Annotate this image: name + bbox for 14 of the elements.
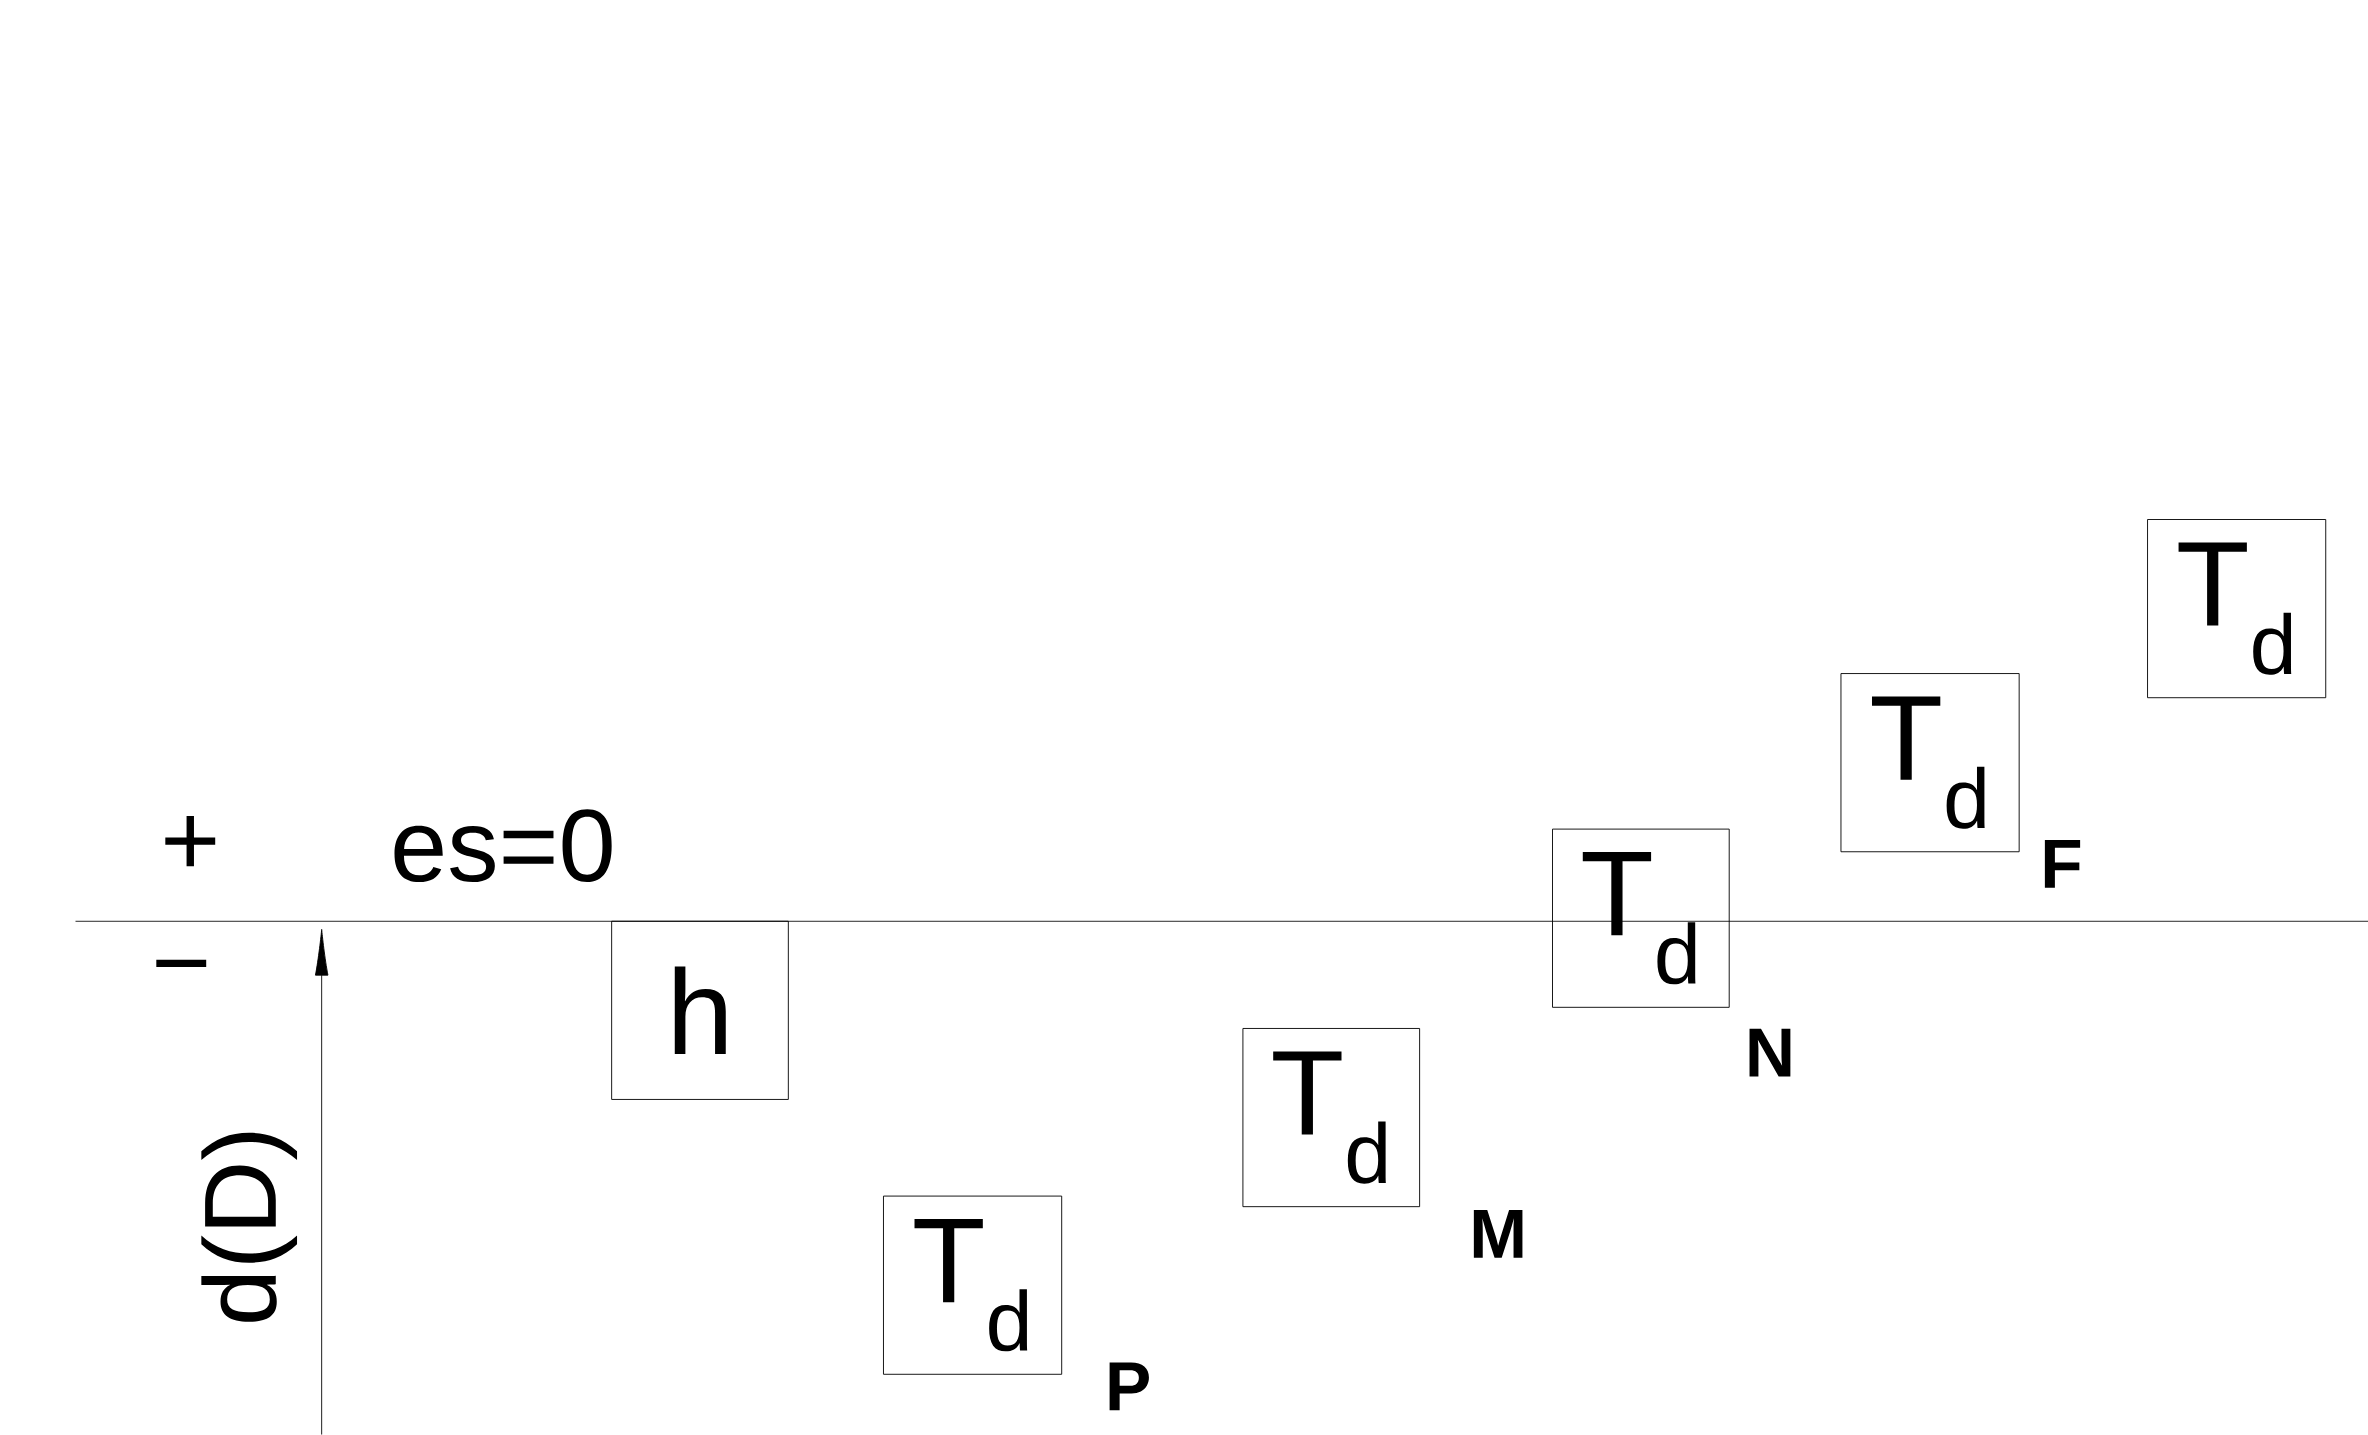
zone-letter: M — [1473, 1210, 1523, 1258]
minus-sign: − — [156, 959, 207, 968]
tolerance-box: T$_{d}$ — [2147, 519, 2327, 699]
tolerance-box: T$_{d}$ — [883, 1195, 1063, 1375]
zone-letter: N — [1749, 1028, 1791, 1077]
deviation-label: es=0 — [394, 809, 612, 883]
zone-letter: P — [1109, 1362, 1149, 1411]
tolerance-box: T$_{d}$ — [1552, 828, 1730, 1008]
tolerance-box: T$_{d}$ — [1840, 673, 2020, 853]
zone-letter: F — [2044, 840, 2081, 888]
plus-sign: + — [165, 816, 216, 867]
tolerance-box: T$_{d}$ — [1242, 1028, 1421, 1208]
axis-label: d(D) — [201, 1133, 298, 1322]
tolerance-box: h — [611, 920, 789, 1101]
